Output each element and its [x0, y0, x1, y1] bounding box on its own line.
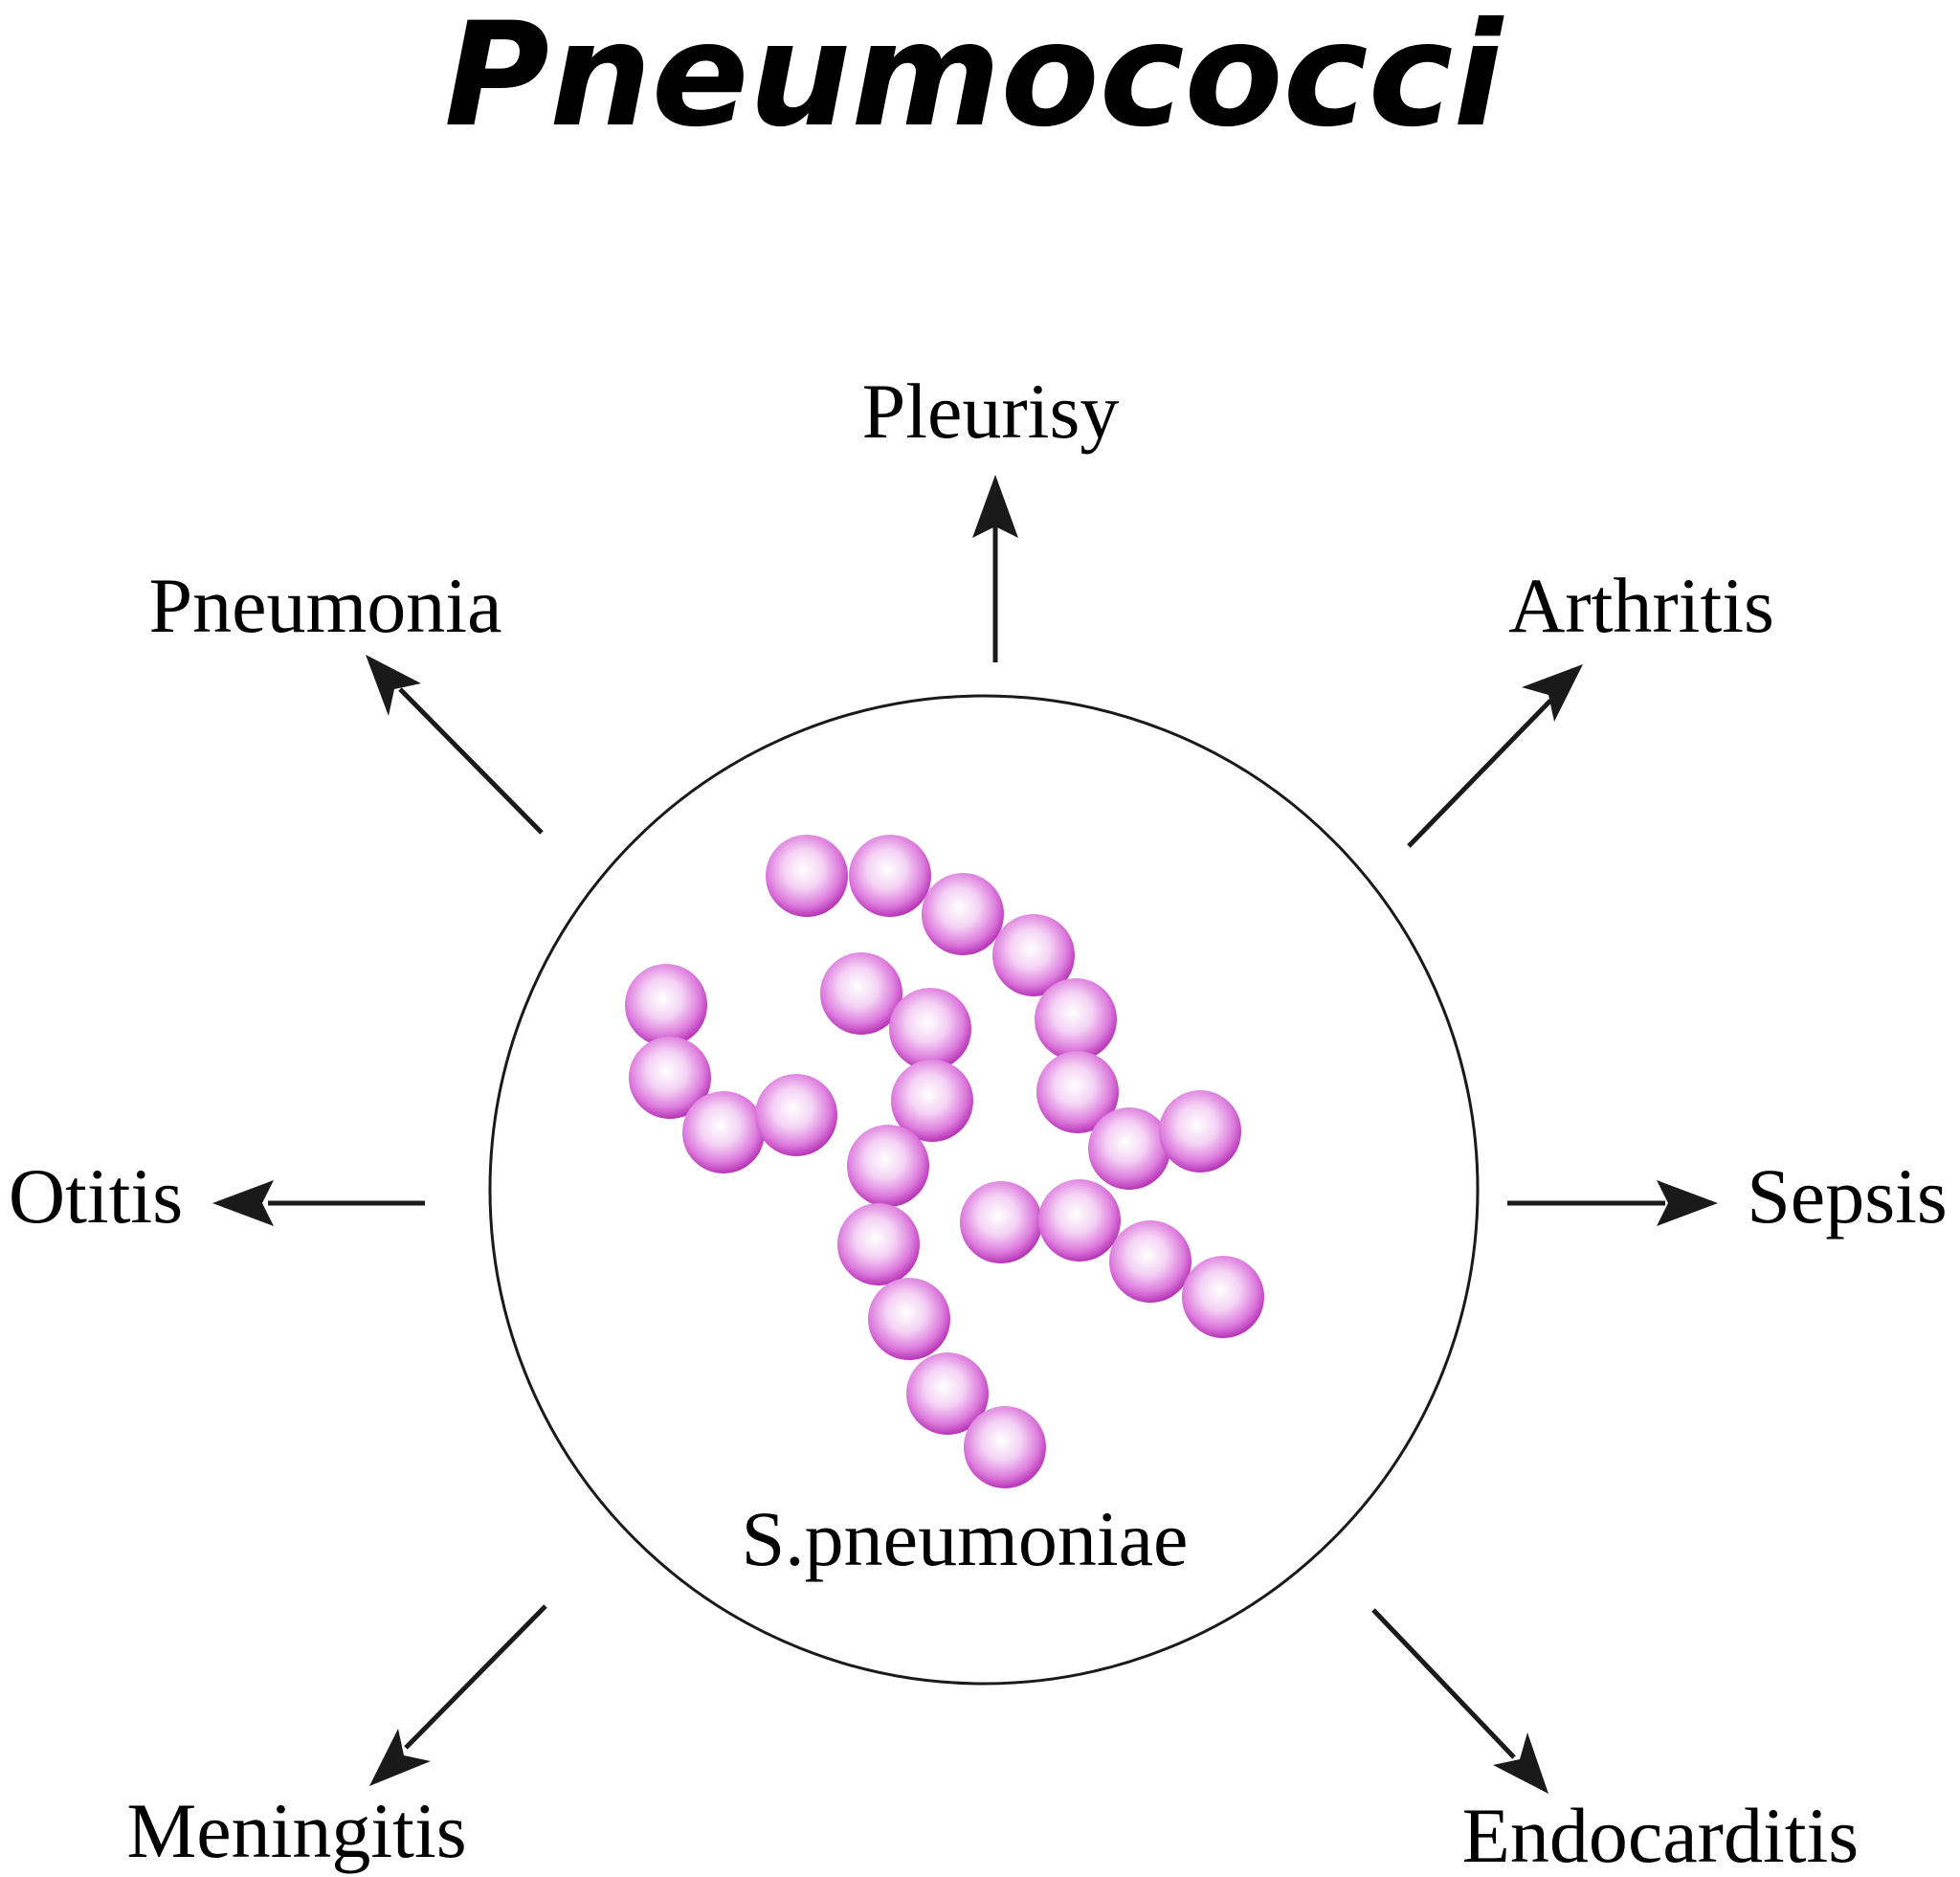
- label-pleurisy: Pleurisy: [862, 368, 1120, 455]
- coccus-cell: [625, 964, 707, 1046]
- label-otitis: Otitis: [9, 1152, 183, 1240]
- arrow-sepsis: [1507, 1180, 1718, 1226]
- coccus-cell: [682, 1091, 765, 1173]
- arrow-pneumonia: [366, 655, 544, 835]
- coccus-cell: [906, 1352, 989, 1435]
- coccus-cell: [1159, 1090, 1241, 1173]
- coccus-cell: [1109, 1220, 1192, 1303]
- coccus-cell: [766, 835, 848, 917]
- label-meningitis: Meningitis: [126, 1787, 466, 1874]
- coccus-cell: [847, 1125, 929, 1207]
- label-arthritis: Arthritis: [1508, 562, 1774, 649]
- arrow-endocarditis: [1371, 1608, 1548, 1794]
- label-sepsis: Sepsis: [1747, 1152, 1948, 1240]
- cocci-chains: [625, 835, 1264, 1488]
- coccus-cell: [922, 873, 1004, 955]
- coccus-cell: [1038, 1179, 1121, 1262]
- diagram-title: Pneumococci: [444, 0, 1504, 159]
- coccus-cell: [960, 1181, 1042, 1263]
- arrow-pleurisy: [972, 475, 1018, 662]
- arrow-otitis: [212, 1180, 425, 1226]
- coccus-cell: [964, 1406, 1046, 1488]
- coccus-cell: [868, 1278, 950, 1360]
- coccus-cell: [1182, 1256, 1264, 1338]
- label-pneumonia: Pneumonia: [149, 562, 502, 649]
- coccus-cell: [849, 835, 931, 917]
- coccus-cell: [837, 1203, 920, 1285]
- arrow-arthritis: [1407, 664, 1583, 848]
- coccus-cell: [891, 1060, 973, 1142]
- coccus-cell: [992, 914, 1075, 996]
- coccus-cell: [1036, 1051, 1119, 1133]
- coccus-cell: [820, 952, 902, 1035]
- coccus-cell: [629, 1037, 711, 1119]
- arrow-meningitis: [369, 1604, 547, 1786]
- coccus-cell: [889, 988, 971, 1070]
- label-endocarditis: Endocarditis: [1462, 1792, 1859, 1877]
- organism-label: S.pneumoniae: [742, 1495, 1189, 1582]
- coccus-cell: [1088, 1107, 1170, 1190]
- coccus-cell: [755, 1074, 837, 1156]
- coccus-cell: [1035, 978, 1117, 1061]
